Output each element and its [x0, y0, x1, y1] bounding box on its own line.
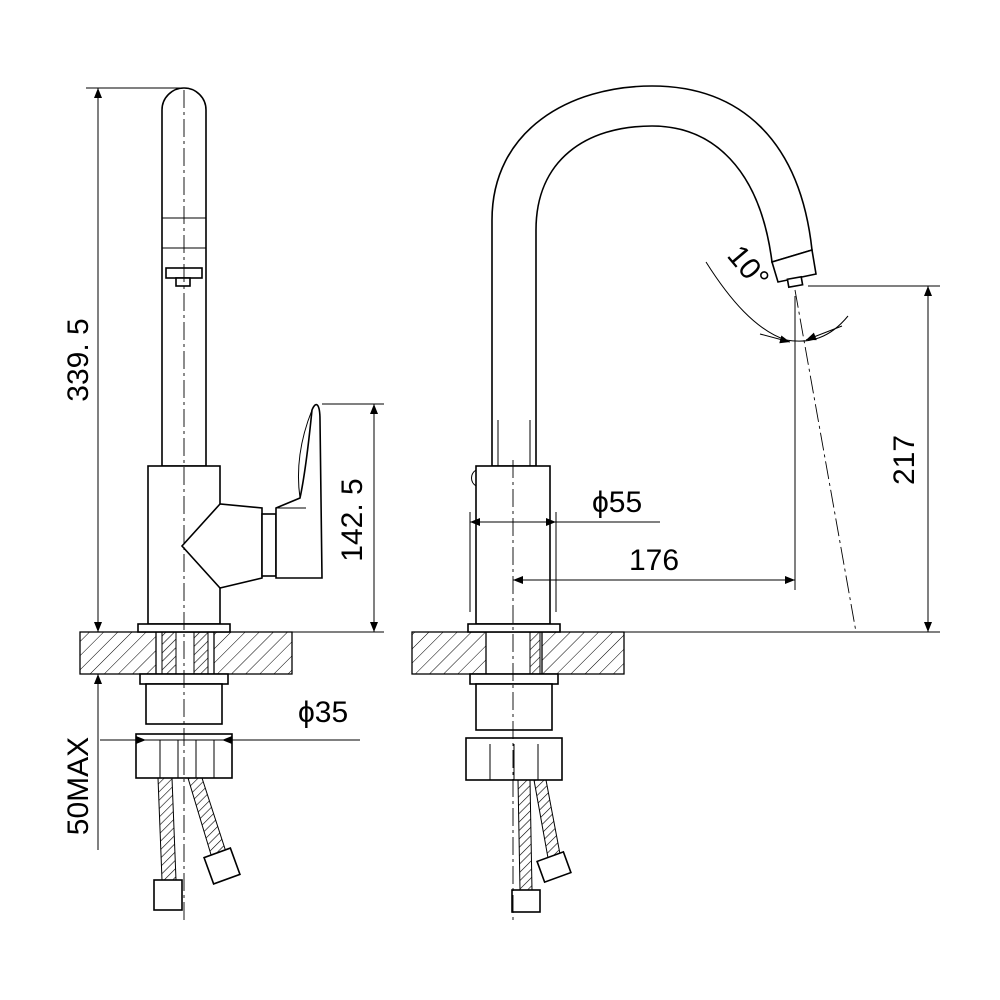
lever-hub — [261, 513, 277, 577]
dim-spout-reach: 176 — [629, 544, 679, 577]
hose-right-b — [533, 779, 561, 859]
hose-fitting-left-a — [153, 879, 183, 911]
nut-washer-front — [469, 673, 559, 685]
spout-tip — [786, 275, 804, 289]
hose-fitting-right-b — [536, 850, 572, 884]
mount-shank-left-a — [161, 631, 177, 675]
dim-spout-height: 217 — [888, 435, 921, 485]
dim-spout-angle: 10° — [721, 239, 775, 295]
body-bump — [471, 469, 477, 487]
front-view: 10° 217 ϕ55 176 — [411, 85, 940, 920]
dim-angle-arrow-r — [805, 325, 843, 341]
aerator-tip-side — [175, 277, 191, 287]
dim-body-diameter: ϕ55 — [592, 486, 642, 519]
spout-nozzle — [771, 248, 817, 283]
dim-overall-height: 339. 5 — [62, 318, 95, 401]
base-flange-front — [467, 623, 561, 633]
nut-upper-front — [475, 683, 553, 731]
hose-left-a — [157, 777, 177, 881]
dim-angle-arrow-l — [759, 333, 791, 344]
dim-handle-height: 142. 5 — [336, 478, 369, 561]
hose-right-a — [517, 779, 533, 891]
hose-fitting-right-a — [511, 889, 541, 913]
lever-curve — [298, 409, 313, 499]
lever-connector — [180, 503, 263, 589]
dim-mount-thickness: 50MAX — [62, 737, 95, 835]
side-view: 339. 5 50MAX 142. 5 ϕ35 — [62, 87, 384, 920]
mount-shank-left-b — [193, 631, 209, 675]
dim-base-diameter: ϕ35 — [298, 696, 348, 729]
hose-fitting-left-b — [203, 847, 241, 885]
mount-shank-right — [529, 631, 541, 675]
hose-left-b — [187, 777, 227, 859]
